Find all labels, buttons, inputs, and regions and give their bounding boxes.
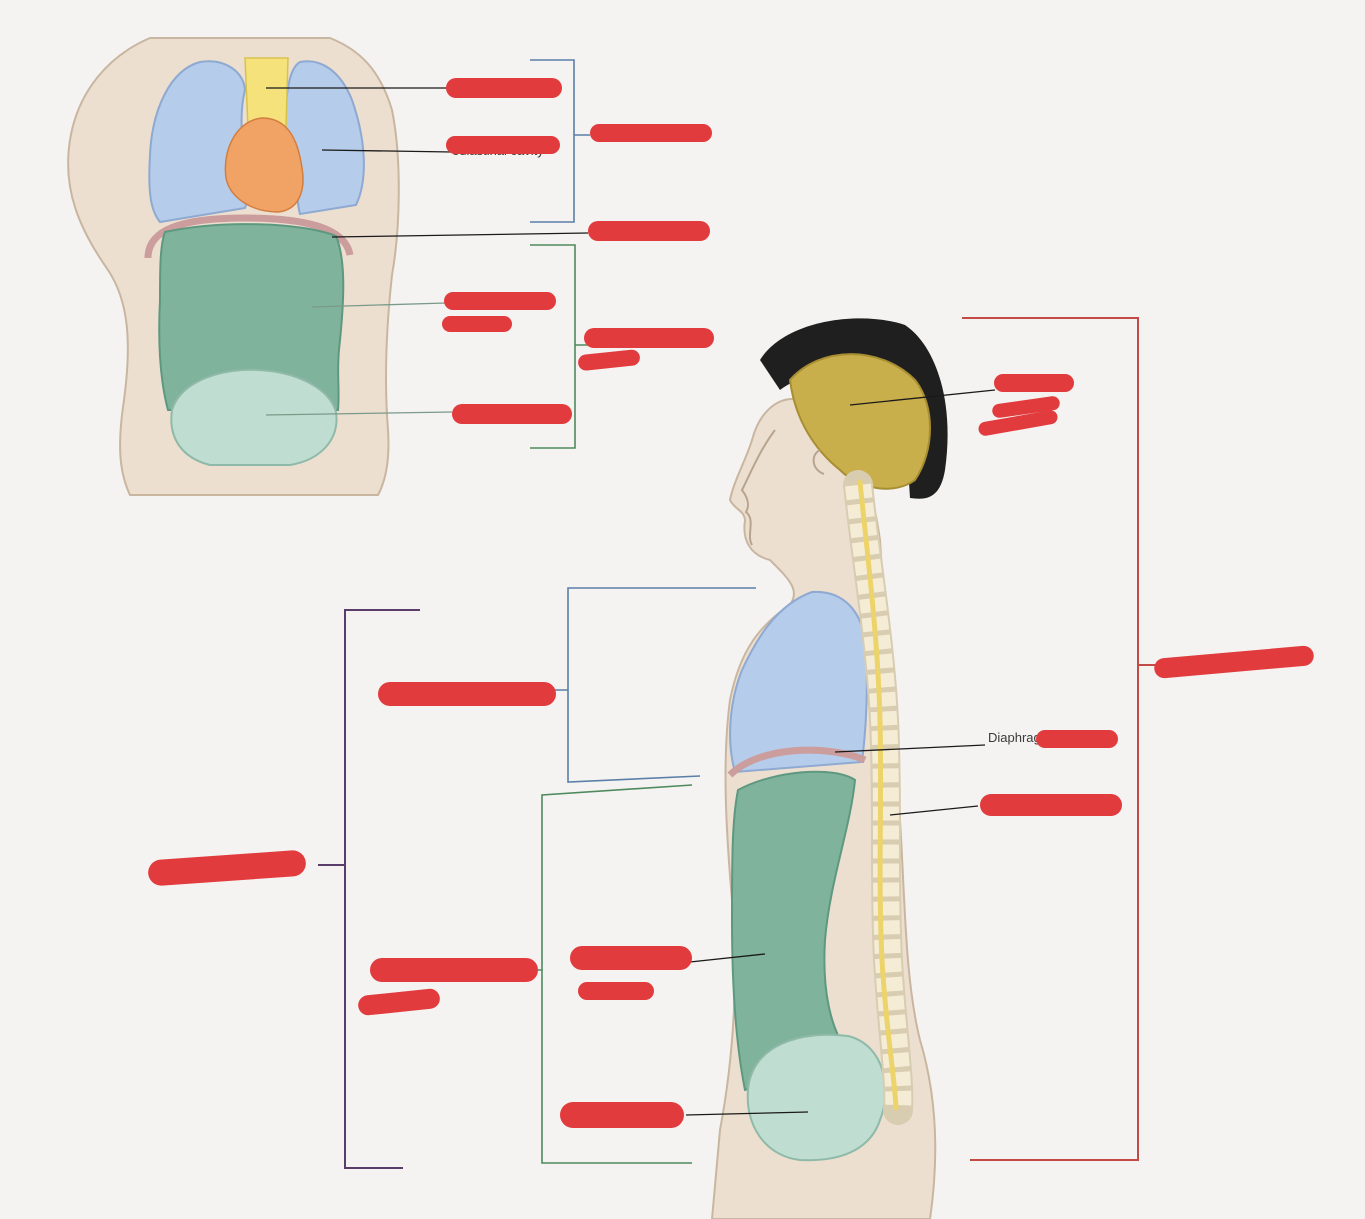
side-face-profile	[740, 429, 776, 546]
side-ear	[812, 449, 825, 475]
front-heart	[224, 117, 304, 213]
front-torso-figure	[67, 37, 400, 496]
side-spinal-cavity	[857, 479, 899, 1111]
side-thoracic-cavity	[729, 590, 868, 774]
side-right-mid-label-fragment: Diaphragm	[988, 730, 1052, 745]
front-upper-label-fragment: ediastinal cavity	[452, 143, 544, 158]
side-abdominal-cavity	[730, 770, 857, 1092]
front-abdominal-cavity	[158, 223, 345, 411]
side-pelvic-cavity	[746, 1033, 887, 1162]
side-body-figure	[710, 318, 948, 1219]
side-vertebra-segments	[845, 483, 912, 1111]
side-hair	[760, 318, 948, 499]
side-right-lower-label-fragment: Spinal cavity	[988, 798, 1061, 813]
front-pelvic-cavity	[170, 368, 338, 466]
